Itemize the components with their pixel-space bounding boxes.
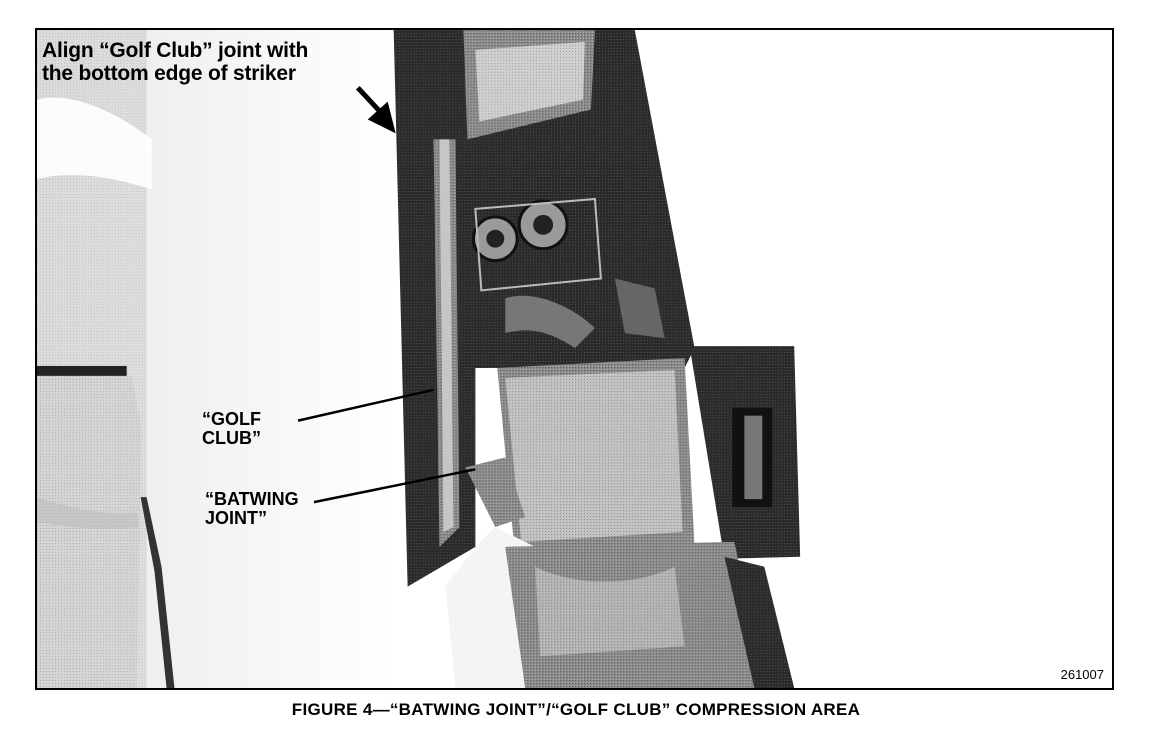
golf-club-label: “GOLF CLUB”: [202, 409, 261, 449]
figure-number: 261007: [1060, 666, 1104, 682]
arrow-icon: [355, 85, 396, 134]
batwing-leader-line: [313, 468, 476, 504]
align-instruction: Align “Golf Club” joint with the bottom …: [42, 39, 309, 85]
figure-caption: FIGURE 4—“BATWING JOINT”/“GOLF CLUB” COM…: [291, 700, 861, 719]
figure-frame: Align “Golf Club” joint with the bottom …: [35, 28, 1114, 690]
door-striker-photo: [37, 30, 801, 688]
golf-club-leader-line: [297, 388, 434, 422]
batwing-joint-label: “BATWING JOINT”: [205, 489, 299, 529]
